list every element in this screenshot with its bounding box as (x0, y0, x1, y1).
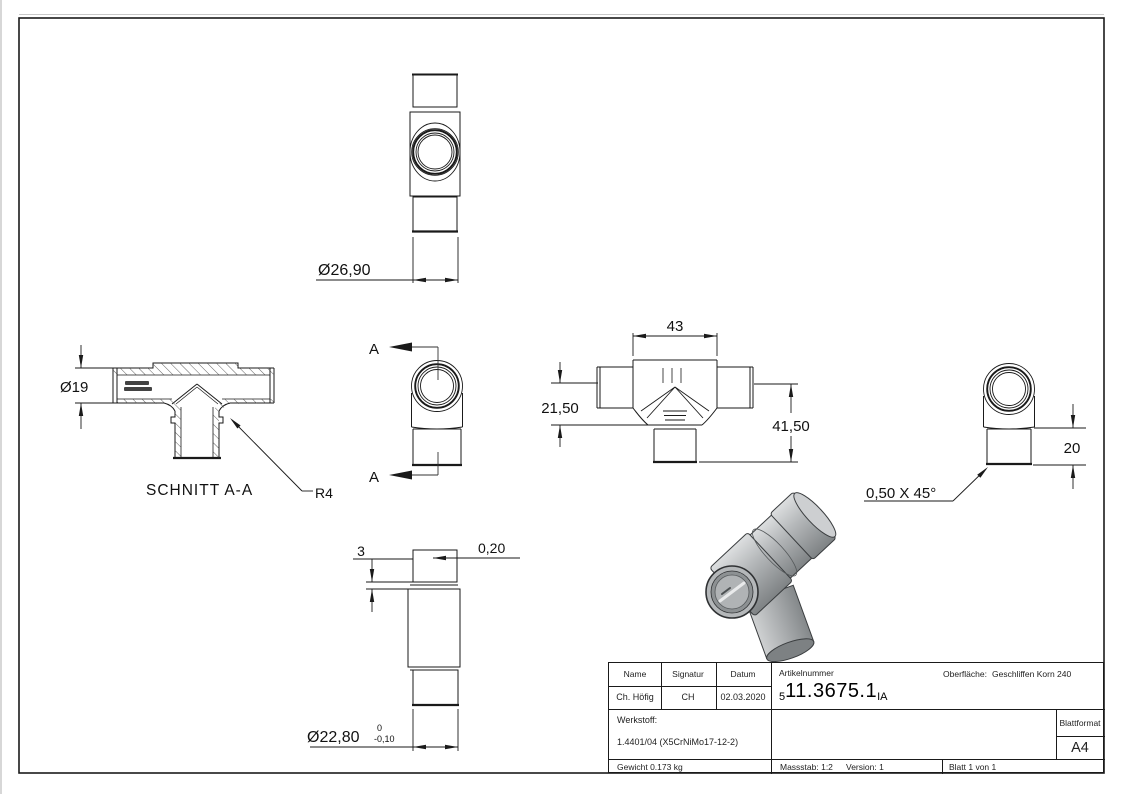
dim-stub-height: 20 (1033, 404, 1086, 489)
tb-line (1056, 709, 1057, 759)
view-front (596, 359, 754, 464)
dim-text-front-width: 43 (667, 318, 684, 335)
tb-oberflaeche-value: Geschliffen Korn 240 (992, 669, 1072, 679)
dim-height-left: 21,50 (541, 362, 649, 447)
cut-arrow-top (389, 342, 412, 352)
section-title: SCHNITT A-A (146, 482, 253, 499)
tb-header-signatur: Signatur (672, 669, 704, 679)
title-block: Name Signatur Datum Ch. Höfig CH 02.03.2… (608, 662, 1105, 774)
callout-radius: R4 (230, 418, 333, 501)
callout-chamfer: 0,50 X 45° (864, 467, 988, 502)
cut-letter-top: A (369, 341, 379, 358)
dim-text-stub-height: 20 (1064, 440, 1081, 457)
view-right (983, 363, 1035, 466)
dim-front-width: 43 (632, 318, 718, 356)
tb-oberflaeche-label: Oberfläche: (943, 669, 987, 679)
dim-bottom-diameter: Ø22,80 0 -0,10 (307, 709, 459, 751)
tb-blatt: Blatt 1 von 1 (949, 762, 997, 772)
tb-value-signatur: CH (681, 692, 695, 702)
tb-artikelnummer-label: Artikelnummer (779, 668, 834, 678)
tb-gewicht: Gewicht 0.173 kg (617, 762, 683, 772)
dim-section-diameter: Ø19 (60, 345, 115, 429)
tb-blattformat-label: Blattformat (1059, 718, 1101, 728)
tb-version: Version: 1 (846, 762, 884, 772)
tb-line (609, 709, 1105, 710)
tb-massstab: Massstab: 1:2 (780, 762, 833, 772)
dim-text-height-right: 41,50 (772, 418, 810, 435)
dim-text-bottom-diameter: Ø22,80 (307, 729, 360, 746)
radius-label: R4 (315, 485, 333, 501)
tb-werkstoff-value: 1.4401/04 (X5CrNiMo17-12-2) (617, 737, 739, 747)
sheet-left-edge (0, 0, 2, 794)
artikel-suffix: IA (877, 691, 888, 703)
tb-line (1056, 736, 1105, 737)
view-bottom (407, 549, 461, 707)
chamfer-label: 0,50 X 45° (866, 485, 936, 502)
tb-line (771, 663, 772, 774)
view-top (409, 73, 461, 233)
tolerance-lower: -0,10 (374, 734, 395, 744)
dim-band: 3 (353, 543, 413, 612)
tb-werkstoff-label: Werkstoff: (617, 715, 658, 725)
drawing-frame (18, 17, 1105, 774)
tb-artikelnummer-value: 511.3675.1IA (779, 680, 888, 703)
tb-line (609, 759, 1105, 760)
tb-value-datum: 02.03.2020 (720, 692, 766, 702)
iso-opening (705, 565, 759, 619)
cut-line-a-a: A A (369, 341, 439, 486)
frame-shadow-line (19, 14, 1104, 15)
dim-text-top-diameter: Ø26,90 (318, 262, 371, 279)
tb-header-name: Name (623, 669, 647, 679)
dim-text-band: 3 (357, 543, 365, 559)
engraving-marks (125, 381, 149, 385)
artikel-number: 11.3675.1 (785, 680, 878, 702)
view-isometric (705, 492, 837, 663)
cut-arrow-bottom (389, 470, 412, 480)
tb-line (942, 759, 943, 774)
view-section-aa (112, 362, 275, 460)
hatch-right-wall (213, 399, 274, 458)
dim-text-offset: 0,20 (478, 540, 505, 556)
dim-offset: 0,20 (433, 540, 520, 561)
tb-value-name: Ch. Höfig (616, 692, 654, 702)
dim-height-right: 41,50 (699, 383, 810, 463)
dim-text-height-left: 21,50 (541, 400, 579, 417)
hatch-left-wall (117, 399, 181, 458)
tb-header-datum: Datum (730, 669, 756, 679)
artikel-prefix: 5 (779, 691, 786, 703)
hatch-top-wall (113, 363, 274, 375)
engraving-marks (124, 387, 152, 391)
tolerance-upper: 0 (377, 723, 382, 733)
dim-text-section-diameter: Ø19 (60, 379, 88, 396)
view-side-aa (411, 360, 463, 467)
cut-letter-bottom: A (369, 469, 379, 486)
dim-top-diameter: Ø26,90 (316, 237, 459, 283)
tb-line (609, 686, 771, 687)
tb-blattformat-value: A4 (1071, 740, 1089, 756)
